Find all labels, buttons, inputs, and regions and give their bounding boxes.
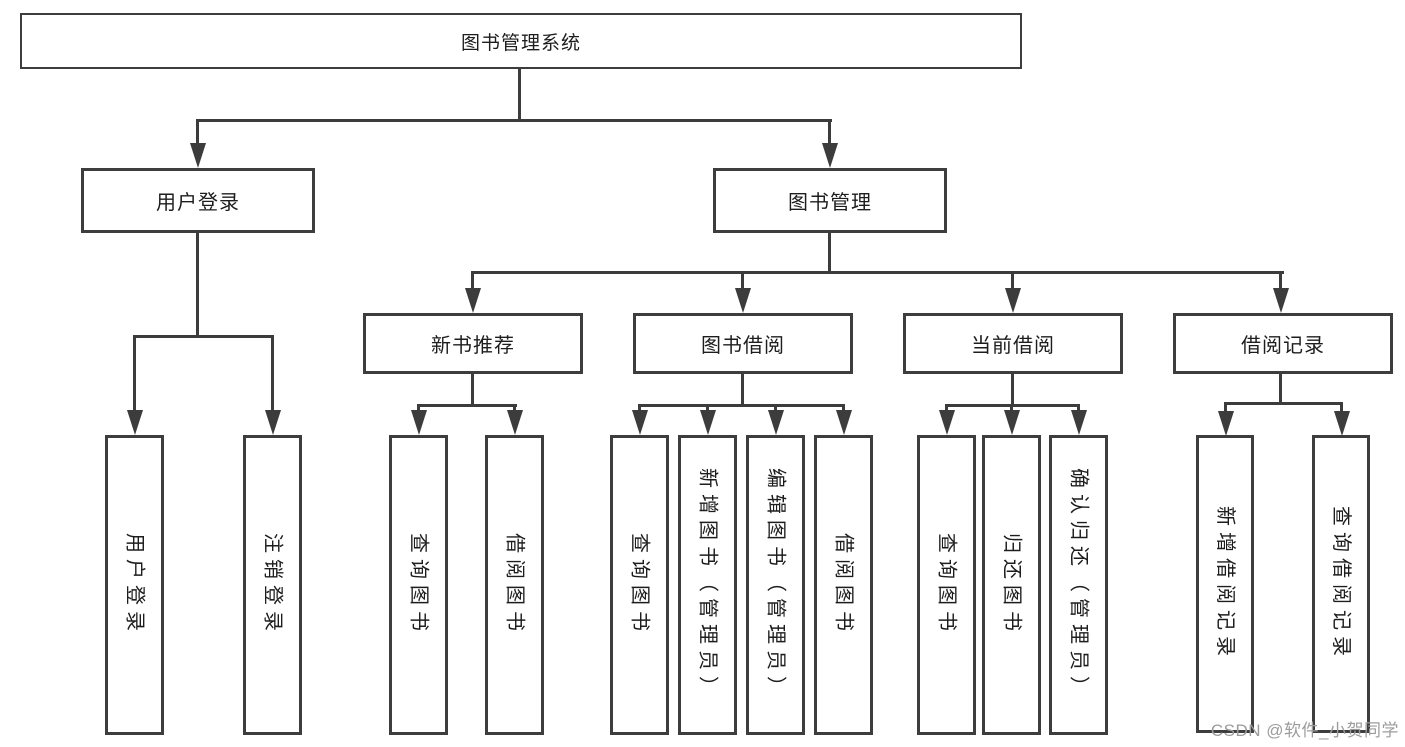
leaf-label: 查询借阅记录 bbox=[1330, 506, 1352, 662]
node-book-management: 图书管理 bbox=[713, 168, 947, 233]
connector-line bbox=[133, 335, 136, 412]
arrow-down-head bbox=[631, 410, 648, 435]
arrow-down-head bbox=[1333, 411, 1350, 436]
leaf-add-borrow-record: 新增借阅记录 bbox=[1196, 435, 1254, 733]
connector-line bbox=[706, 404, 709, 414]
connector-line bbox=[741, 271, 744, 293]
arrow-down-head bbox=[835, 410, 852, 435]
arrow-down-head bbox=[1004, 288, 1021, 313]
leaf-label: 查询图书 bbox=[628, 533, 651, 637]
leaf-query-books-recommend: 查询图书 bbox=[389, 435, 448, 735]
arrow-down-head bbox=[506, 410, 523, 435]
leaf-user-login: 用户登录 bbox=[105, 435, 164, 735]
leaf-label: 借阅图书 bbox=[832, 533, 855, 637]
node-label: 当前借阅 bbox=[971, 335, 1055, 357]
node-label: 图书管理 bbox=[788, 192, 872, 214]
node-label: 图书管理系统 bbox=[460, 32, 581, 54]
connector-line bbox=[513, 404, 516, 414]
leaf-label: 确认归还（管理员） bbox=[1067, 468, 1090, 702]
arrow-down-head bbox=[1070, 410, 1087, 435]
connector-line bbox=[417, 404, 420, 414]
leaf-label: 查询图书 bbox=[407, 533, 430, 637]
arrow-down-head bbox=[1272, 288, 1289, 313]
leaf-label: 新增借阅记录 bbox=[1214, 506, 1236, 662]
arrow-down-head bbox=[189, 143, 206, 168]
leaf-query-books-current: 查询图书 bbox=[917, 435, 976, 735]
leaf-borrow-books-recommend: 借阅图书 bbox=[485, 435, 544, 735]
connector-line bbox=[471, 271, 1284, 274]
leaf-edit-books-admin: 编辑图书（管理员） bbox=[746, 435, 805, 735]
connector-line bbox=[196, 233, 199, 338]
leaf-return-books: 归还图书 bbox=[982, 435, 1041, 735]
connector-line bbox=[471, 374, 474, 407]
arrow-down-head bbox=[699, 410, 716, 435]
connector-line bbox=[828, 119, 831, 147]
connector-line bbox=[518, 68, 521, 121]
connector-line bbox=[842, 404, 845, 414]
leaf-confirm-return-admin: 确认归还（管理员） bbox=[1049, 435, 1108, 735]
leaf-label: 注销登录 bbox=[261, 533, 284, 637]
node-system-root: 图书管理系统 bbox=[20, 13, 1022, 69]
node-label: 用户登录 bbox=[156, 192, 240, 214]
arrow-down-head bbox=[1217, 411, 1234, 436]
leaf-label: 查询图书 bbox=[935, 533, 958, 637]
watermark-text: CSDN @软件_小贺同学 bbox=[1210, 721, 1399, 740]
node-label: 借阅记录 bbox=[1241, 335, 1325, 357]
connector-line bbox=[638, 404, 845, 407]
node-borrowing-records: 借阅记录 bbox=[1173, 313, 1393, 374]
node-current-borrowing: 当前借阅 bbox=[903, 313, 1123, 374]
connector-line bbox=[741, 374, 744, 407]
leaf-borrow-books-borrowing: 借阅图书 bbox=[814, 435, 873, 735]
leaf-label: 新增图书（管理员） bbox=[696, 468, 719, 702]
connector-line bbox=[196, 119, 199, 147]
connector-line bbox=[774, 404, 777, 414]
arrow-down-head bbox=[767, 410, 784, 435]
leaf-label: 归还图书 bbox=[1000, 533, 1023, 637]
connector-line bbox=[1011, 374, 1014, 407]
connector-line bbox=[471, 271, 474, 293]
connector-line bbox=[133, 335, 274, 338]
connector-line bbox=[417, 404, 517, 407]
node-label: 图书借阅 bbox=[701, 335, 785, 357]
connector-line bbox=[1224, 402, 1343, 405]
connector-line bbox=[1011, 271, 1014, 293]
connector-line bbox=[271, 335, 274, 412]
leaf-query-borrow-record: 查询借阅记录 bbox=[1312, 435, 1370, 733]
leaf-add-books-admin: 新增图书（管理员） bbox=[678, 435, 737, 735]
leaf-label: 编辑图书（管理员） bbox=[764, 468, 787, 702]
connector-line bbox=[1224, 402, 1227, 414]
connector-line bbox=[1279, 271, 1282, 293]
leaf-label: 借阅图书 bbox=[503, 533, 526, 637]
leaf-label: 用户登录 bbox=[123, 533, 146, 637]
connector-line bbox=[1010, 404, 1013, 414]
arrow-down-head bbox=[464, 288, 481, 313]
arrow-down-head bbox=[821, 143, 838, 168]
arrow-down-head bbox=[126, 410, 143, 435]
connector-line bbox=[1340, 402, 1343, 414]
connector-line bbox=[945, 404, 948, 414]
connector-line bbox=[638, 404, 641, 414]
connector-line bbox=[1279, 374, 1282, 405]
leaf-logout: 注销登录 bbox=[243, 435, 302, 735]
arrow-down-head bbox=[938, 410, 955, 435]
arrow-down-head bbox=[1003, 410, 1020, 435]
leaf-query-books-borrowing: 查询图书 bbox=[610, 435, 669, 735]
connector-line bbox=[1077, 404, 1080, 414]
arrow-down-head bbox=[264, 410, 281, 435]
arrow-down-head bbox=[410, 410, 427, 435]
connector-line bbox=[828, 233, 831, 274]
node-user-login: 用户登录 bbox=[81, 168, 315, 233]
arrow-down-head bbox=[734, 288, 751, 313]
connector-line bbox=[196, 119, 832, 122]
node-book-borrowing: 图书借阅 bbox=[633, 313, 853, 374]
node-label: 新书推荐 bbox=[431, 335, 515, 357]
node-new-book-recommendation: 新书推荐 bbox=[363, 313, 583, 374]
